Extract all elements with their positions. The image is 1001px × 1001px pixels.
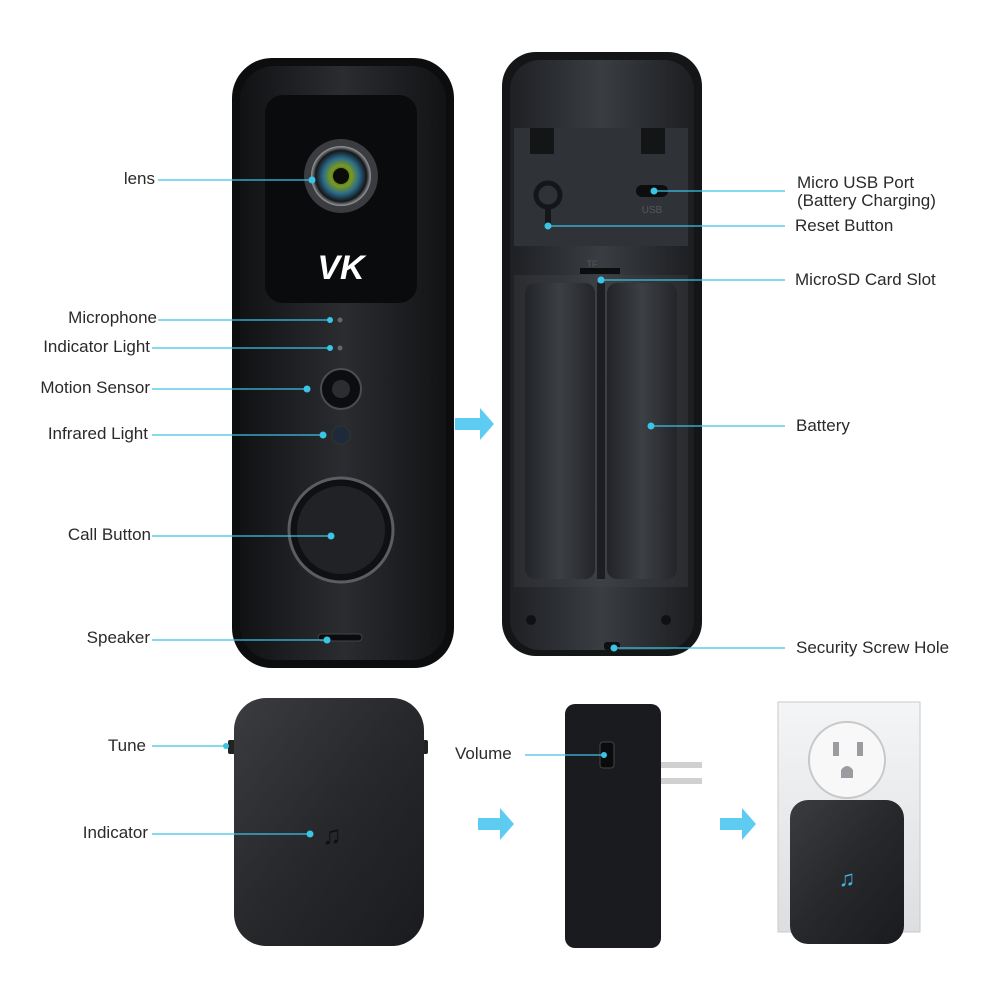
- battery-cell-left: [525, 283, 595, 579]
- label-indicator: Indicator: [82, 823, 148, 842]
- label-infrared-light: Infrared Light: [47, 424, 148, 443]
- flow-arrows: [455, 408, 756, 840]
- label-reset-button: Reset Button: [795, 216, 894, 235]
- outlet: [808, 721, 886, 799]
- battery-cell-right: [607, 283, 677, 579]
- brand-logo: VK: [317, 249, 367, 287]
- chime-side: [565, 704, 702, 948]
- music-note-icon: ♫: [322, 820, 342, 850]
- label-indicator-light: Indicator Light: [43, 337, 150, 356]
- infrared-light: [331, 425, 351, 445]
- label-call-button: Call Button: [67, 525, 151, 544]
- microphone-hole: [337, 317, 343, 323]
- chime-front: ♫: [228, 698, 428, 946]
- indicator-light-dot: [337, 345, 343, 351]
- label-battery: Battery: [796, 416, 850, 435]
- lens-icon: [304, 139, 378, 213]
- screw-hole-right: [661, 615, 671, 625]
- arrow-right-icon: [478, 808, 514, 840]
- tf-marking: TF: [587, 259, 598, 269]
- label-volume: Volume: [455, 744, 512, 763]
- screw-hole-left: [526, 615, 536, 625]
- microsd-card-slot: [580, 268, 620, 274]
- reset-button: [533, 180, 563, 229]
- chime-plugged: ♫: [777, 701, 921, 944]
- call-button: [287, 476, 395, 584]
- label-micro-usb-port-line1: Micro USB Port: [797, 173, 915, 192]
- label-motion-sensor: Motion Sensor: [40, 378, 150, 397]
- arrow-right-icon: [720, 808, 756, 840]
- label-lens: lens: [123, 169, 155, 188]
- label-microsd-card-slot: MicroSD Card Slot: [795, 270, 936, 289]
- leader-lines: [152, 176, 785, 838]
- music-note-icon-lit: ♫: [839, 866, 856, 891]
- label-speaker: Speaker: [86, 628, 150, 647]
- usb-marking: USB: [642, 205, 663, 216]
- label-microphone: Microphone: [68, 308, 157, 327]
- arrow-right-icon: [455, 408, 494, 440]
- doorbell-front: VK: [232, 58, 454, 668]
- doorbell-back: USB TF: [502, 52, 702, 656]
- label-tune: Tune: [107, 736, 146, 755]
- label-micro-usb-port: Micro USB Port (Battery Charging): [797, 174, 936, 210]
- label-micro-usb-port-line2: (Battery Charging): [797, 190, 936, 210]
- label-security-screw-hole: Security Screw Hole: [796, 638, 950, 657]
